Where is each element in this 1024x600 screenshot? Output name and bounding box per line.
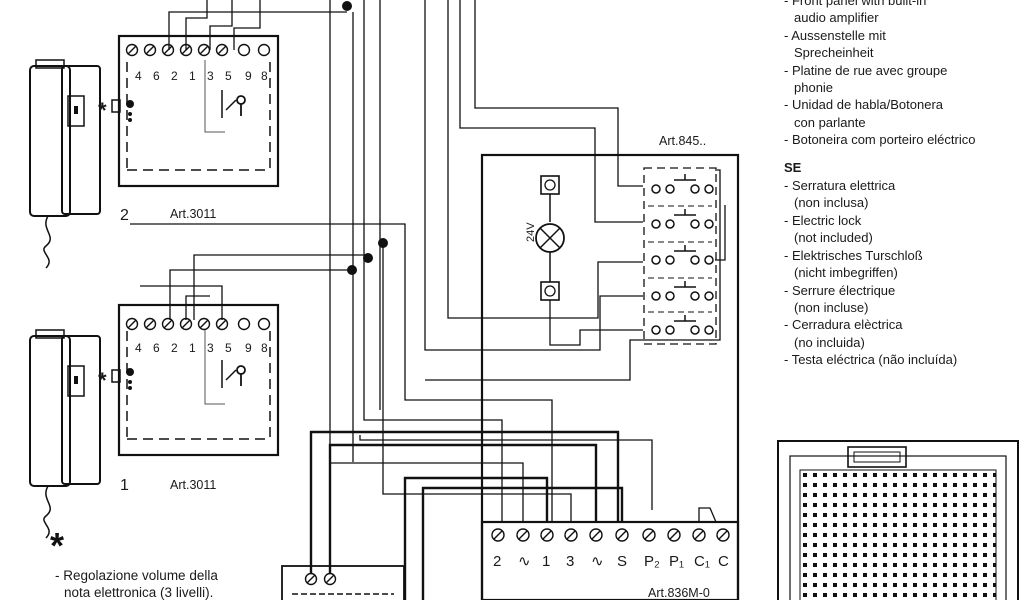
handset-1-model: Art.3011 [170, 478, 216, 492]
handset-top-cap [35, 329, 65, 339]
terminal-label: 5 [225, 69, 232, 83]
legend-line: phonie [794, 80, 834, 96]
handset-1 [29, 329, 121, 539]
push-button-4 [651, 281, 714, 301]
power-terminal-label: 2 [493, 553, 501, 570]
note-line: - Regolazione volume della [55, 568, 218, 583]
handset-2 [29, 59, 121, 269]
push-button-1 [651, 174, 714, 194]
speaker-panel [777, 440, 1019, 600]
handset-1-number: 1 [120, 477, 129, 494]
push-button-3 [651, 245, 714, 265]
se-line: - Cerradura elèctrica [784, 317, 903, 333]
terminal-screws [125, 317, 271, 331]
power-terminal-label: ∿ [591, 553, 604, 570]
se-line: - Testa eléctrica (não incluída) [784, 352, 958, 368]
lamp-voltage-label: 24V [525, 222, 537, 242]
module-frame [117, 34, 280, 188]
terminal-label: 5 [225, 341, 232, 355]
se-line: (not included) [794, 230, 873, 246]
handset-2-model: Art.3011 [170, 207, 216, 221]
power-unit-terminal-block [480, 520, 740, 600]
terminal-label: 3 [207, 341, 214, 355]
terminal-screws [125, 43, 271, 57]
power-terminal-label: P₁ [669, 553, 684, 570]
volume-note: - Regolazione volume della nota elettron… [55, 567, 218, 600]
legend: - Front panel with built-in audio amplif… [784, 0, 1020, 369]
button-panel-label: Art.845.. [659, 134, 706, 148]
se-line: (non incluse) [794, 299, 869, 315]
handset-hook [67, 95, 85, 127]
terminal-label: 3 [207, 69, 214, 83]
handset-1-asterisk: * [98, 368, 107, 393]
terminal-label: 2 [171, 341, 178, 355]
legend-line: - Unidad de habla/Botonera [784, 97, 944, 113]
se-line: - Elektrisches Turschloß [784, 247, 923, 263]
handset-2-number: 2 [120, 207, 129, 224]
power-terminal-label: S [617, 553, 627, 570]
terminal-label: 8 [261, 69, 268, 83]
se-heading: SE [784, 159, 802, 175]
terminal-label: 8 [261, 341, 268, 355]
legend-line: - Front panel with built-in [784, 0, 927, 8]
se-line: - Electric lock [784, 212, 862, 228]
handset-hook [67, 365, 85, 397]
terminal-label: 1 [189, 69, 196, 83]
wall-module-1 [117, 303, 280, 457]
legend-line: con parlante [794, 114, 866, 130]
se-line: - Serrure électrique [784, 282, 896, 298]
power-terminal-label: P₂ [644, 553, 660, 570]
legend-line: - Aussenstelle mit [784, 27, 886, 43]
legend-line: audio amplifier [794, 10, 879, 26]
lamp-indicator [535, 175, 565, 301]
power-terminal-label: 3 [566, 553, 574, 570]
push-button-5 [651, 315, 714, 335]
handset-receiver [61, 65, 101, 215]
legend-line: - Platine de rue avec groupe [784, 62, 948, 78]
wall-module-2 [117, 34, 280, 188]
legend-line: - Botoneira com porteiro eléctrico [784, 132, 976, 148]
terminal-label: 4 [135, 341, 142, 355]
terminal-label: 4 [135, 69, 142, 83]
terminal-label: 2 [171, 69, 178, 83]
se-line: (no incluida) [794, 334, 865, 350]
se-line: (non inclusa) [794, 195, 869, 211]
handset-top-cap [35, 59, 65, 69]
power-terminal-label: ∿ [518, 553, 531, 570]
note-asterisk: * [50, 525, 65, 566]
power-terminal-label: C [718, 553, 729, 570]
power-terminal-label: C₁ [694, 553, 710, 570]
se-line: - Serratura elettrica [784, 178, 896, 194]
handset-2-asterisk: * [98, 98, 107, 123]
terminal-label: 9 [245, 69, 252, 83]
terminal-label: 1 [189, 341, 196, 355]
legend-line: Sprecheinheit [794, 45, 874, 61]
module-frame [117, 303, 280, 457]
bottom-terminal-block [281, 565, 405, 600]
note-line: nota elettronica (3 livelli). [64, 585, 214, 600]
se-line: (nicht imbegriffen) [794, 265, 898, 281]
power-terminal-label: 1 [542, 553, 550, 570]
terminal-label: 6 [153, 69, 160, 83]
terminal-label: 9 [245, 341, 252, 355]
power-unit-label: Art.836M-0 [648, 586, 710, 600]
push-button-2 [651, 209, 714, 229]
terminal-label: 6 [153, 341, 160, 355]
handset-receiver [61, 335, 101, 485]
handset-body [29, 65, 71, 217]
handset-body [29, 335, 71, 487]
push-button-panel [643, 167, 717, 345]
